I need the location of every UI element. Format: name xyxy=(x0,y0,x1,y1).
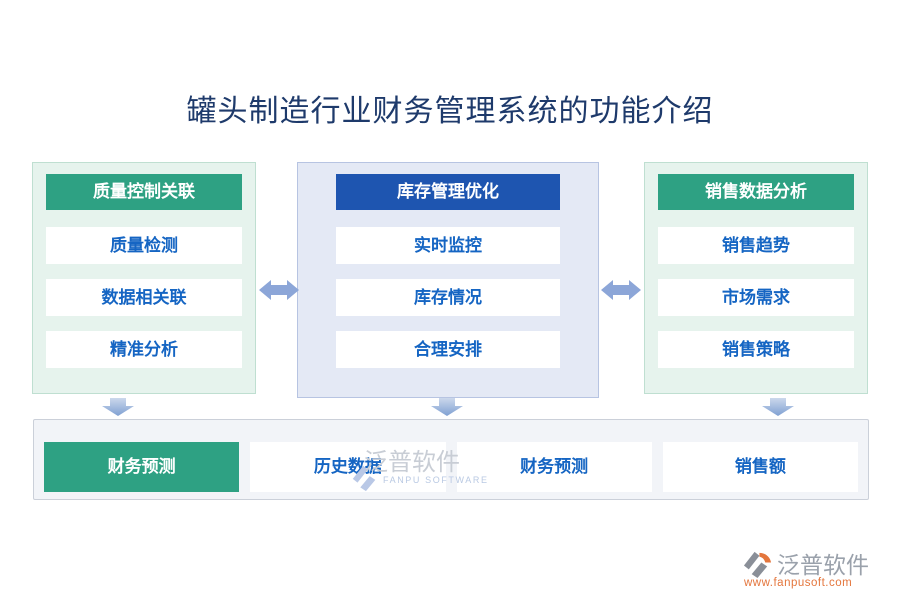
footer-brand-text: 泛普软件 xyxy=(777,552,869,578)
down-arrow-icon xyxy=(431,398,463,416)
panel-item: 质量检测 xyxy=(46,227,242,264)
double-arrow-icon xyxy=(259,280,299,300)
bottom-cell-sales: 销售额 xyxy=(662,442,858,492)
panel-inventory: 库存管理优化 实时监控 库存情况 合理安排 xyxy=(297,162,599,398)
bottom-cell-forecast2: 财务预测 xyxy=(456,442,652,492)
bottom-cell-forecast: 财务预测 xyxy=(44,442,240,492)
panel-header-quality: 质量控制关联 xyxy=(46,174,242,210)
panel-header-sales: 销售数据分析 xyxy=(658,174,854,210)
panel-item: 合理安排 xyxy=(336,331,560,368)
panel-item: 数据相关联 xyxy=(46,279,242,316)
bottom-cell-history: 历史数据 xyxy=(250,442,446,492)
double-arrow-icon xyxy=(601,280,641,300)
panel-item: 库存情况 xyxy=(336,279,560,316)
down-arrow-icon xyxy=(762,398,794,416)
panel-item: 市场需求 xyxy=(658,279,854,316)
page-title: 罐头制造行业财务管理系统的功能介绍 xyxy=(186,95,714,128)
panel-quality-control: 质量控制关联 质量检测 数据相关联 精准分析 xyxy=(32,162,256,394)
panel-item: 销售策略 xyxy=(658,331,854,368)
panel-item: 销售趋势 xyxy=(658,227,854,264)
panel-item: 精准分析 xyxy=(46,331,242,368)
bottom-result-bar: 财务预测 历史数据 财务预测 销售额 xyxy=(33,419,869,500)
panel-header-inventory: 库存管理优化 xyxy=(336,174,560,210)
footer-website-text: www.fanpusoft.com xyxy=(744,577,853,589)
down-arrow-icon xyxy=(102,398,134,416)
panel-item: 实时监控 xyxy=(336,227,560,264)
panel-sales-analysis: 销售数据分析 销售趋势 市场需求 销售策略 xyxy=(644,162,868,394)
footer-brand: 泛普软件 www.fanpusoft.com xyxy=(742,546,872,594)
fanpu-logo-icon xyxy=(743,551,772,579)
